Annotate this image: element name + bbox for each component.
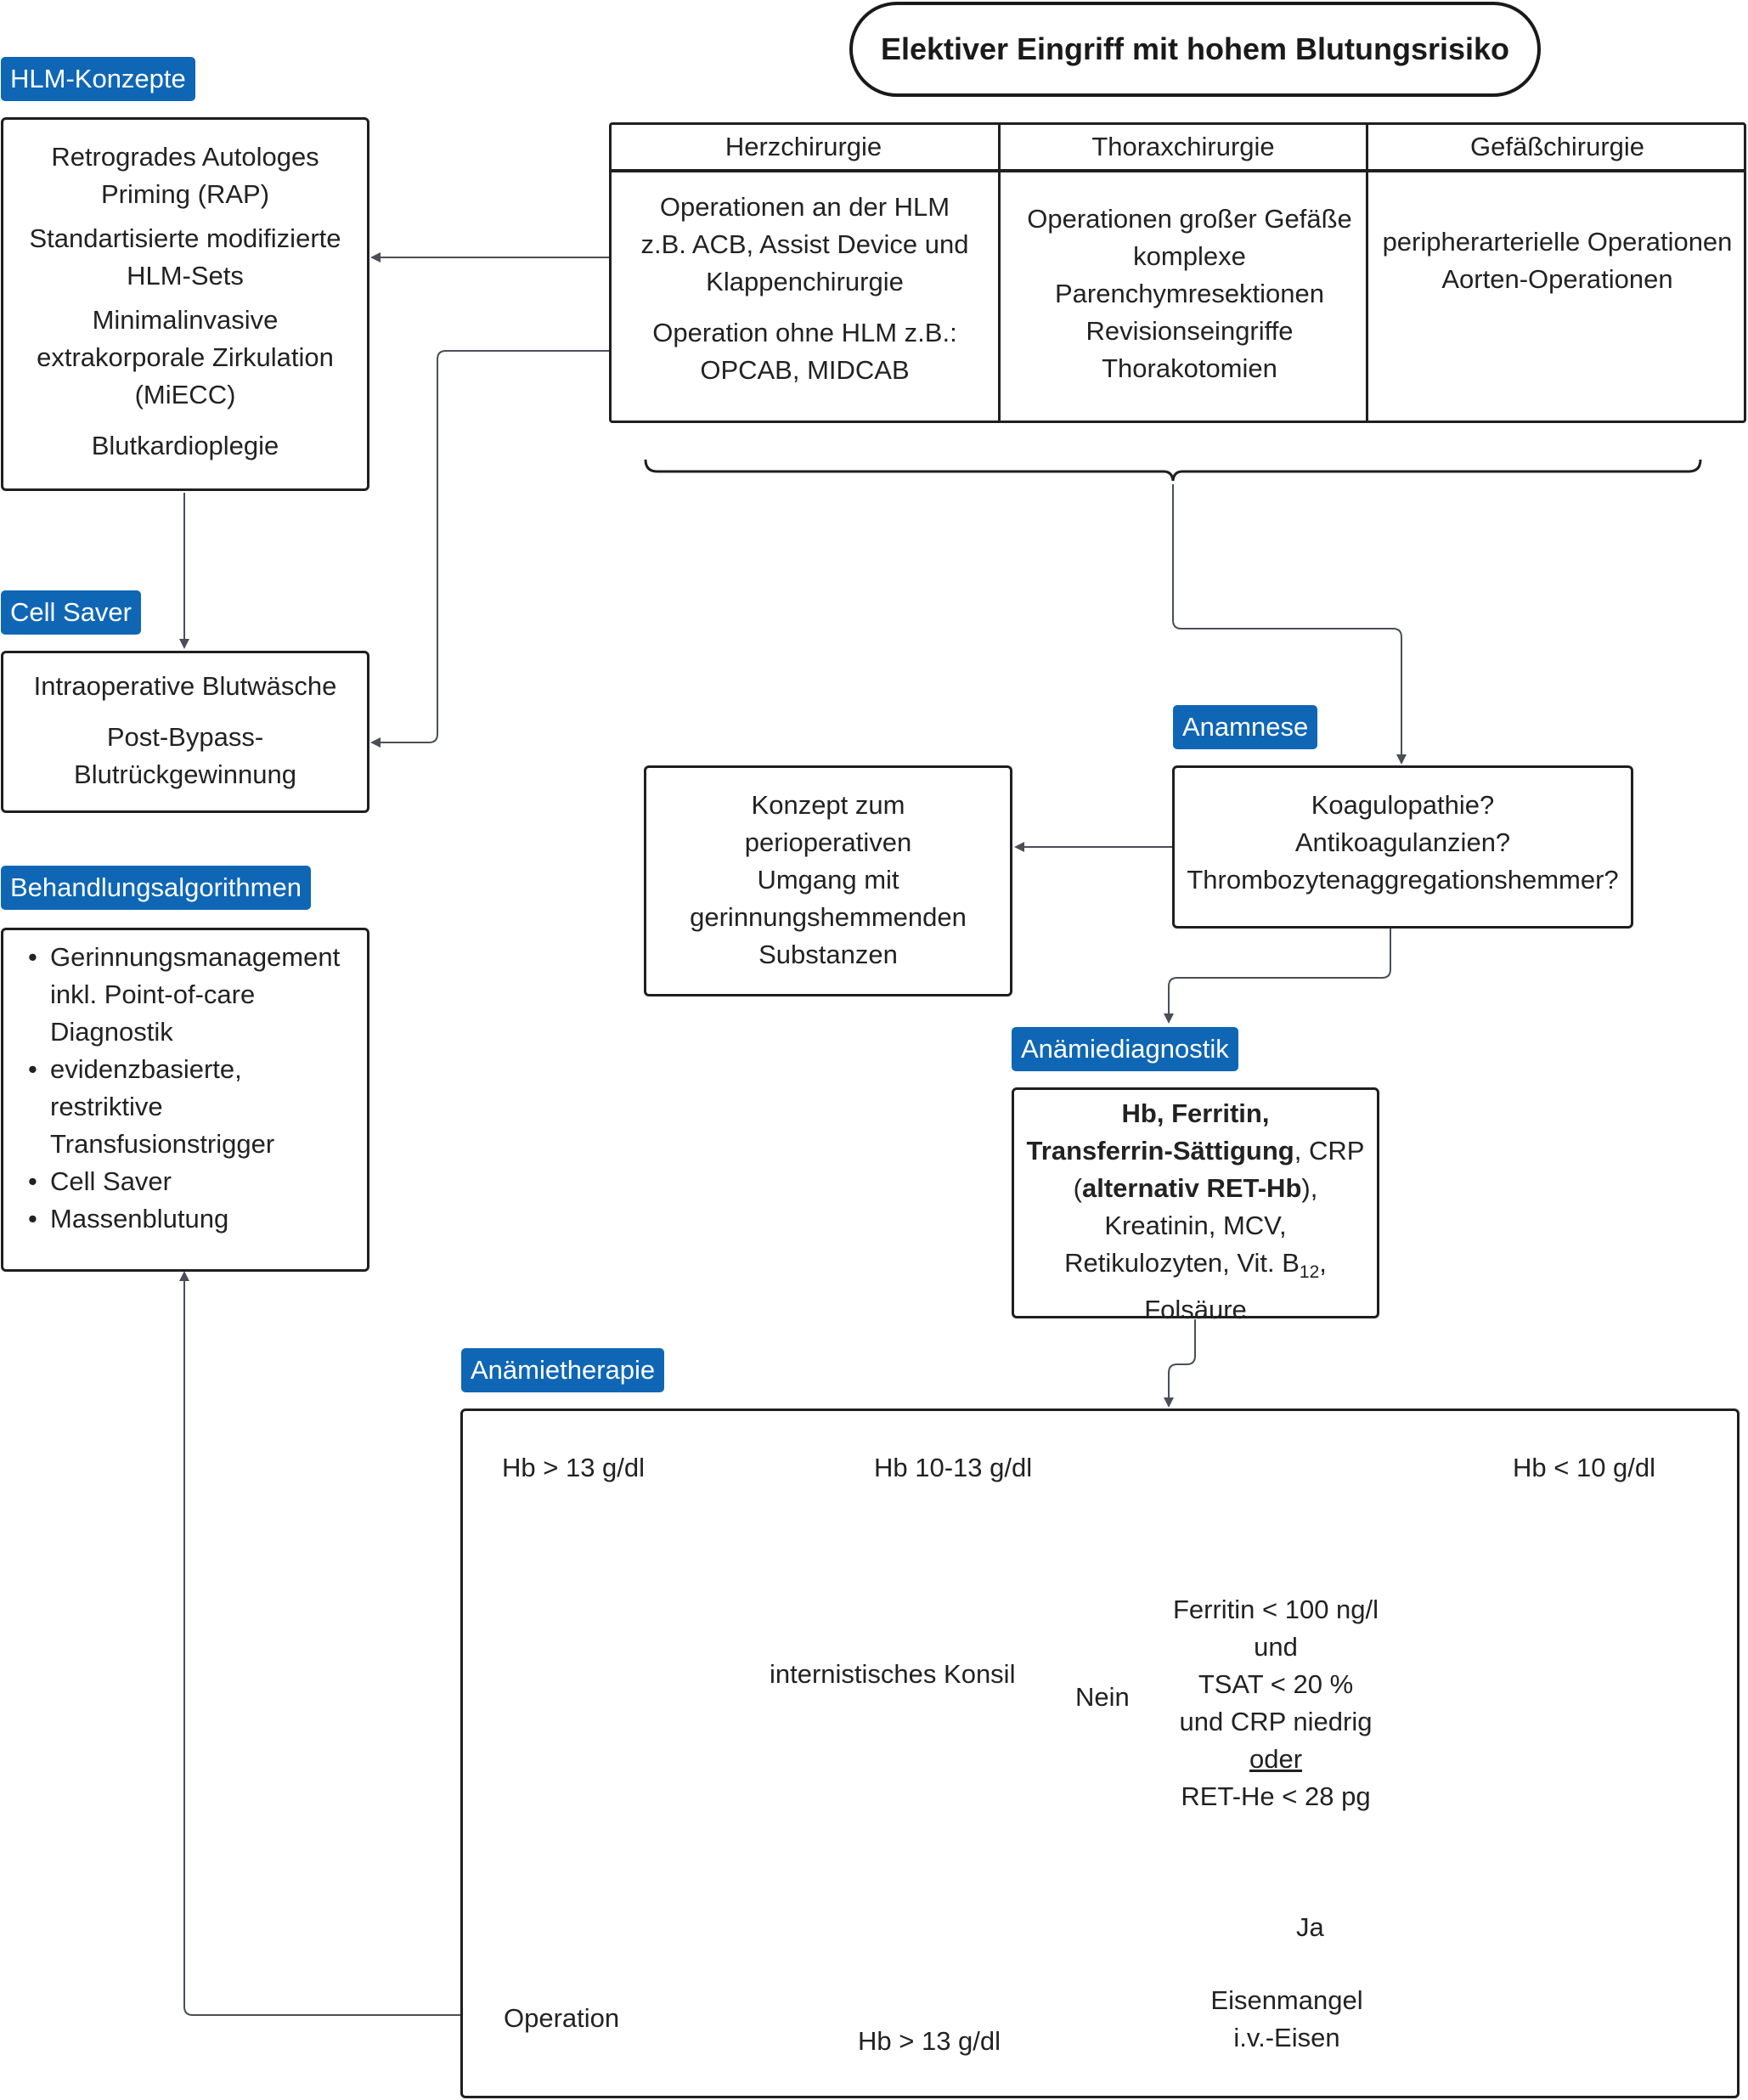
tag-anaemietherapie: Anämietherapie — [461, 1348, 665, 1392]
arrow-anamnese-to-diag — [1164, 929, 1391, 1024]
behandlung-item: Cell Saver — [28, 1163, 368, 1200]
anamnese-text: Koagulopathie? Antikoagulanzien? Thrombo… — [1187, 790, 1619, 895]
surgery-table — [609, 122, 1746, 423]
ja-label: Ja — [1296, 1912, 1324, 1942]
header-gefaesschirurgie: Gefäßchirurgie — [1469, 132, 1645, 161]
header-herzchirurgie: Herzchirurgie — [725, 132, 882, 161]
header-thoraxchirurgie: Thoraxchirurgie — [1091, 132, 1275, 161]
hlm-text: Retrogrades Autologes Priming (RAP) Stan… — [29, 142, 341, 460]
anaemiediagnostik-text: Hb, Ferritin, Transferrin-Sättigung, CRP… — [1026, 1098, 1365, 1325]
hb-after-label: Hb > 13 g/dl — [858, 2026, 1001, 2056]
thorax-text: Operationen großer Gefäße komplexe Paren… — [1027, 204, 1352, 383]
hlm-box — [1, 117, 369, 491]
arrow-table-to-cellsaver — [370, 350, 609, 748]
hb-mid-label: Hb 10-13 g/dl — [874, 1453, 1033, 1482]
table-header-divider — [609, 169, 1746, 172]
table-col-divider-1 — [998, 122, 1001, 423]
arrow-operation-to-behandlung — [179, 1271, 460, 2016]
tag-cell-saver: Cell Saver — [1, 590, 141, 635]
tag-anamnese: Anamnese — [1173, 705, 1318, 749]
hb-low-label: Hb < 10 g/dl — [1513, 1453, 1656, 1482]
table-col-divider-2 — [1366, 122, 1368, 423]
criteria-text: Ferritin < 100 ng/l und TSAT < 20 % und … — [1172, 1595, 1379, 1811]
hb-high-label: Hb > 13 g/dl — [502, 1453, 646, 1482]
operation-label: Operation — [504, 2003, 620, 2033]
eisenmangel-text: Eisenmangel i.v.-Eisen — [1210, 1985, 1363, 2052]
cell-saver-text: Intraoperative Blutwäsche Post-Bypass- B… — [33, 671, 337, 789]
tag-behandlungsalgorithmen: Behandlungsalgorithmen — [1, 866, 311, 910]
cell-saver-box — [1, 651, 369, 813]
arrow-brace-to-anamnese — [1172, 484, 1407, 765]
nein-label: Nein — [1075, 1682, 1130, 1712]
anaemietherapie-box — [460, 1408, 1740, 2098]
anamnese-box — [1172, 765, 1633, 929]
tag-anaemiediagnostik: Anämiediagnostik — [1012, 1027, 1238, 1071]
konsil-label: internistisches Konsil — [770, 1659, 1016, 1689]
behandlung-item: evidenzbasierte,restriktiveTransfusionst… — [28, 1051, 368, 1163]
brace — [644, 459, 1702, 482]
herz-text-a: Operationen an der HLM z.B. ACB, Assist … — [640, 192, 969, 296]
arrow-diag-to-therapie — [1164, 1319, 1196, 1408]
herz-text-b: Operation ohne HLM z.B.: OPCAB, MIDCAB — [652, 318, 957, 385]
anaemiediagnostik-box — [1012, 1087, 1379, 1318]
behandlung-item: Massenblutung — [28, 1200, 368, 1238]
title-pill: Elektiver Eingriff mit hohem Blutungsris… — [849, 2, 1541, 97]
konzept-text: Konzept zum perioperativen Umgang mit ge… — [690, 790, 967, 969]
gefaess-text: peripherarterielle Operationen Aorten-Op… — [1382, 227, 1733, 294]
tag-hlm-konzepte: HLM-Konzepte — [1, 57, 195, 101]
konzept-box — [644, 765, 1012, 996]
